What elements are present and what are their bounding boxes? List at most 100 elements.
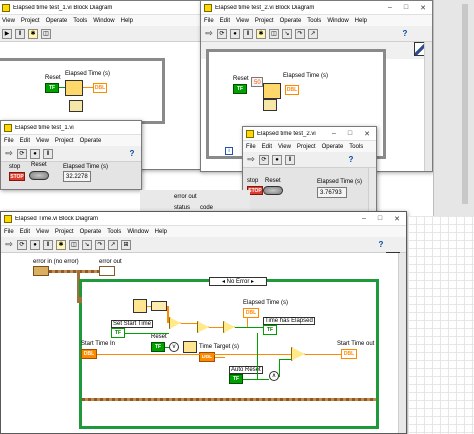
minimize-icon[interactable]: –	[332, 130, 336, 137]
menu-view[interactable]: View	[236, 17, 249, 24]
title-bar[interactable]: Elapsed time test_2.vi Block Diagram – □…	[201, 1, 432, 15]
case-next-icon[interactable]: ▸	[251, 279, 255, 285]
menu-tools[interactable]: Tools	[349, 143, 364, 150]
menu-project[interactable]: Project	[54, 137, 74, 144]
menu-edit[interactable]: Edit	[19, 228, 31, 235]
reset-terminal[interactable]: TF	[151, 342, 165, 352]
run-icon[interactable]: ▶	[2, 28, 12, 39]
get-date-time-function[interactable]	[133, 299, 147, 313]
menu-view[interactable]: View	[278, 143, 291, 150]
menu-operate[interactable]: Operate	[45, 17, 68, 24]
test1-front-panel-window[interactable]: Elapsed time test_1.vi File Edit View Pr…	[0, 120, 142, 190]
close-icon[interactable]: ✕	[394, 215, 400, 223]
time-has-elapsed-indicator[interactable]: TF	[263, 325, 277, 335]
elapsed-time-block-diagram-window[interactable]: Elapsed Time.vi Block Diagram – □ ✕ File…	[0, 211, 407, 434]
maximize-icon[interactable]: □	[403, 4, 409, 11]
abort-icon[interactable]: ●	[30, 148, 40, 159]
step-over-icon[interactable]: ↷	[95, 239, 105, 250]
auto-reset-terminal[interactable]: TF	[229, 374, 243, 384]
menu-edit[interactable]: Edit	[219, 17, 231, 24]
case-prev-icon[interactable]: ◂	[221, 279, 225, 285]
step-into-icon[interactable]: ↘	[82, 239, 92, 250]
menu-window[interactable]: Window	[93, 17, 115, 24]
run-icon[interactable]: ⇨	[5, 148, 13, 158]
test2-front-panel-window[interactable]: Elapsed time test_2.vi – □ ✕ File Edit V…	[242, 126, 377, 216]
step-out-icon[interactable]: ↗	[108, 239, 118, 250]
run-icon[interactable]: ⇨	[205, 28, 213, 38]
error-in-terminal[interactable]	[33, 266, 49, 276]
or-node[interactable]: v	[169, 342, 179, 352]
retain-wire-icon[interactable]: ◫	[41, 28, 51, 39]
step-out-icon[interactable]: ↗	[308, 28, 318, 39]
step-into-icon[interactable]: ↘	[282, 28, 292, 39]
menu-operate[interactable]: Operate	[279, 17, 302, 24]
retain-wire-icon[interactable]: ◫	[269, 28, 279, 39]
reset-button[interactable]	[263, 186, 283, 195]
compare-subvi[interactable]	[183, 341, 197, 353]
minimize-icon[interactable]: –	[388, 4, 392, 11]
and-node[interactable]: ∧	[269, 371, 279, 381]
vertical-scrollbar[interactable]	[368, 168, 376, 215]
maximize-icon[interactable]: □	[377, 215, 383, 222]
start-time-in-terminal[interactable]: DBL	[81, 349, 97, 359]
help-icon[interactable]: ?	[378, 239, 384, 249]
test1-block-diagram-window[interactable]: Elapsed time test_1.vi Block Diagram Vie…	[0, 0, 203, 170]
run-continuously-icon[interactable]: ⟳	[217, 28, 227, 39]
menu-project[interactable]: Project	[20, 17, 40, 24]
title-bar[interactable]: Elapsed time test_1.vi	[1, 121, 141, 135]
menu-view[interactable]: View	[36, 137, 49, 144]
to-double-function[interactable]	[151, 301, 167, 311]
stop-button[interactable]: STOP	[9, 172, 25, 181]
close-icon[interactable]: ✕	[420, 4, 426, 12]
title-bar[interactable]: Elapsed Time.vi Block Diagram – □ ✕	[1, 212, 406, 226]
minimize-icon[interactable]: –	[362, 215, 366, 222]
title-bar[interactable]: Elapsed time test_1.vi Block Diagram	[0, 1, 202, 15]
vertical-scrollbar[interactable]	[398, 253, 406, 433]
maximize-icon[interactable]: □	[347, 130, 353, 137]
menu-help[interactable]: Help	[354, 17, 367, 24]
retain-wire-icon[interactable]: ◫	[69, 239, 79, 250]
highlight-execution-icon[interactable]: ✱	[28, 28, 38, 39]
menu-project[interactable]: Project	[296, 143, 316, 150]
abort-icon[interactable]: ●	[272, 154, 282, 165]
menu-file[interactable]: File	[4, 137, 14, 144]
menu-window[interactable]: Window	[327, 17, 349, 24]
abort-icon[interactable]: ●	[30, 239, 40, 250]
error-out-terminal[interactable]	[99, 266, 115, 276]
menu-view[interactable]: View	[36, 228, 49, 235]
highlight-execution-icon[interactable]: ✱	[56, 239, 66, 250]
wait-function[interactable]	[69, 100, 83, 112]
menu-file[interactable]: File	[246, 143, 256, 150]
run-continuously-icon[interactable]: ⟳	[17, 148, 27, 159]
reset-button[interactable]	[29, 171, 49, 180]
start-time-out-indicator[interactable]: DBL	[341, 349, 357, 359]
case-selector[interactable]: ◂ No Error ▸	[209, 277, 267, 286]
pause-icon[interactable]: Ⅱ	[43, 148, 53, 159]
diagram-canvas[interactable]: error in (no error) error out ◂ No Error…	[1, 253, 400, 433]
elapsed-time-indicator[interactable]: DBL	[93, 83, 107, 93]
help-icon[interactable]: ?	[348, 154, 354, 164]
menu-edit[interactable]: Edit	[19, 137, 31, 144]
menu-tools[interactable]: Tools	[307, 17, 322, 24]
front-panel-canvas[interactable]: stop STOP Reset Elapsed Time (s) 3.76793	[243, 168, 370, 215]
clean-up-diagram-icon[interactable]: ⊞	[121, 239, 131, 250]
vertical-scrollbar[interactable]	[424, 42, 432, 171]
abort-icon[interactable]: ●	[230, 28, 240, 39]
set-start-time-indicator[interactable]: TF	[111, 328, 125, 338]
menu-file[interactable]: File	[204, 17, 214, 24]
run-icon[interactable]: ⇨	[247, 154, 255, 164]
elapsed-time-subvi[interactable]	[65, 80, 83, 96]
run-continuously-icon[interactable]: ⟳	[259, 154, 269, 165]
pause-icon[interactable]: Ⅱ	[243, 28, 253, 39]
menu-help[interactable]: Help	[120, 17, 133, 24]
menu-project[interactable]: Project	[54, 228, 74, 235]
title-bar[interactable]: Elapsed time test_2.vi – □ ✕	[243, 127, 376, 141]
help-icon[interactable]: ?	[129, 148, 135, 158]
time-constant[interactable]: 50	[251, 77, 263, 87]
menu-tools[interactable]: Tools	[107, 228, 122, 235]
elapsed-time-subvi[interactable]	[263, 83, 281, 99]
help-icon[interactable]: ?	[402, 28, 408, 38]
menu-window[interactable]: Window	[127, 228, 149, 235]
run-icon[interactable]: ⇨	[5, 239, 13, 249]
menu-view[interactable]: View	[2, 17, 15, 24]
